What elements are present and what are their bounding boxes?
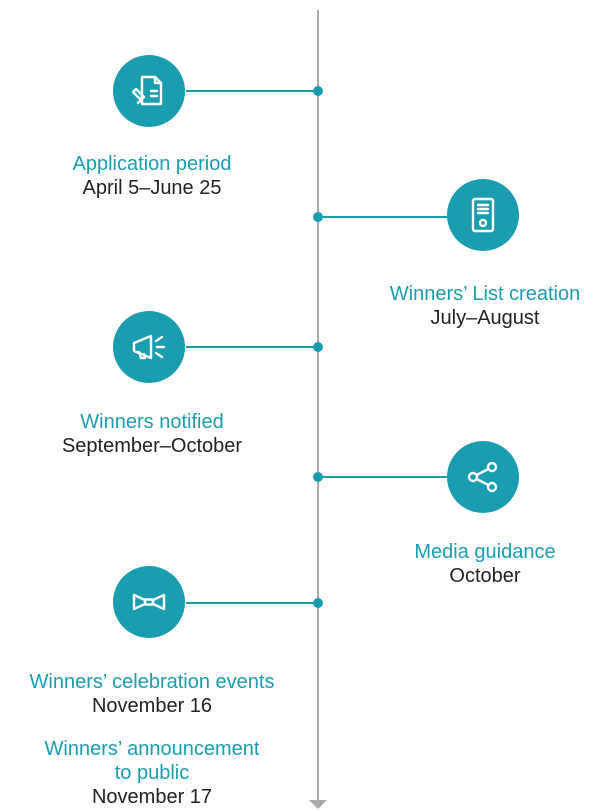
milestone-title: Winners notified (80, 411, 224, 433)
share-icon (467, 461, 498, 493)
milestone-label: Winners’ List creation July–August (362, 282, 608, 330)
timeline-axis (317, 10, 319, 803)
milestone-date: September–October (61, 435, 243, 457)
milestone-title: Media guidance (414, 541, 556, 563)
timeline-dot (313, 212, 323, 222)
milestone-title: Winners’ List creation (389, 283, 581, 305)
bow-tie-icon (132, 593, 166, 611)
milestone-icon-circle (113, 311, 185, 383)
timeline-arrow-icon (309, 800, 327, 809)
milestone-date: November 17 (91, 786, 213, 808)
milestone-icon-circle (113, 55, 185, 127)
milestone-title: Application period (72, 153, 232, 175)
connector-line (186, 346, 318, 348)
connector-line (186, 90, 318, 92)
milestone-date: October (449, 565, 521, 587)
milestone-icon-circle (447, 179, 519, 251)
megaphone-icon (132, 334, 166, 360)
milestone-label: Media guidance October (362, 540, 608, 588)
milestone-date: July–August (430, 307, 540, 329)
timeline-dot (313, 598, 323, 608)
milestone-label: Winners notified September–October (0, 410, 304, 458)
timeline-dot (313, 342, 323, 352)
connector-line (186, 602, 318, 604)
milestone-title: Winners’ celebration events (29, 671, 275, 693)
milestone-title: Winners’ announcement (44, 738, 260, 760)
timeline-dot (313, 472, 323, 482)
milestone-label: Winners’ announcement to public November… (0, 737, 304, 809)
milestone-label: Winners’ celebration events November 16 (0, 670, 304, 718)
timeline-dot (313, 86, 323, 96)
milestone-date: April 5–June 25 (82, 177, 222, 199)
milestone-icon-circle (447, 441, 519, 513)
application-form-icon (131, 75, 163, 106)
milestone-label: Application period April 5–June 25 (0, 152, 304, 200)
milestone-date: November 16 (91, 695, 213, 717)
document-list-icon (471, 197, 495, 233)
connector-line (318, 216, 450, 218)
milestone-title-continued: to public (114, 762, 190, 784)
milestone-icon-circle (113, 566, 185, 638)
connector-line (318, 476, 450, 478)
